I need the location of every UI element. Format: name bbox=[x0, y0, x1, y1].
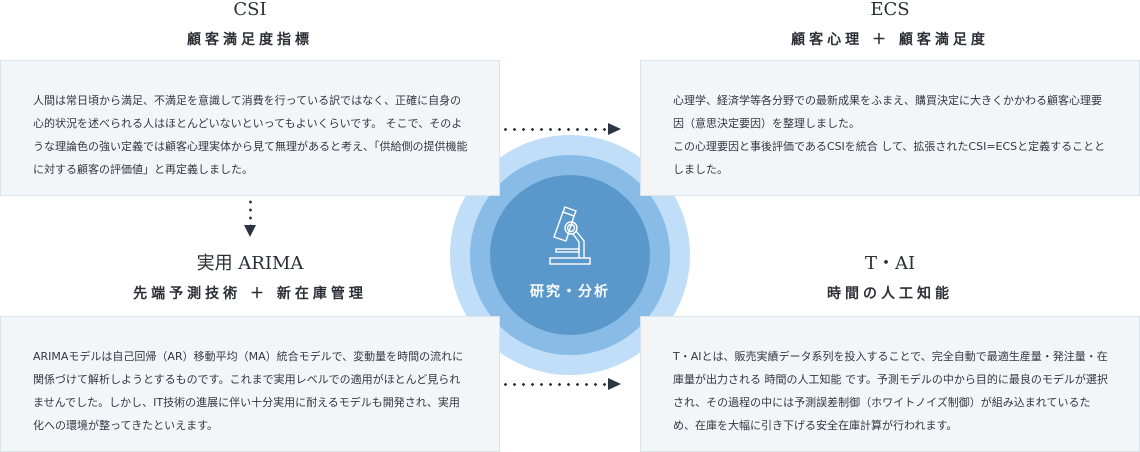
csi-title: CSI 顧客満足度指標 bbox=[0, 0, 500, 49]
arima-description: ARIMAモデルは自己回帰（AR）移動平均（MA）統合モデルで、変動量を時間の流… bbox=[33, 350, 464, 432]
ecs-title: ECS 顧客心理 ＋ 顧客満足度 bbox=[640, 0, 1140, 49]
arima-title-en: 実用 ARIMA bbox=[196, 253, 304, 274]
arrow-arima-to-tai bbox=[501, 378, 621, 390]
ecs-title-jp: 顧客心理 ＋ 顧客満足度 bbox=[791, 32, 989, 48]
ecs-description-box: 心理学、経済学等各分野での最新成果をふまえ、購買決定に大きくかかわる顧客心理要因… bbox=[640, 60, 1140, 196]
tai-title-jp: 時間の人工知能 bbox=[827, 286, 953, 302]
dotted-line bbox=[501, 383, 608, 386]
arrow-csi-to-arima bbox=[244, 198, 257, 238]
arima-title: 実用 ARIMA 先端予測技術 ＋ 新在庫管理 bbox=[0, 254, 500, 303]
center-label: 研究・分析 bbox=[530, 284, 610, 300]
arima-description-box: ARIMAモデルは自己回帰（AR）移動平均（MA）統合モデルで、変動量を時間の流… bbox=[0, 316, 500, 452]
center-hub: 研究・分析 bbox=[490, 175, 650, 335]
inner-circle bbox=[490, 175, 650, 335]
tai-description-box: T・AIとは、販売実績データ系列を投入することで、完全自動で最適生産量・発注量・… bbox=[640, 316, 1140, 452]
microscope-icon bbox=[549, 206, 591, 265]
csi-description-box: 人間は常日頃から満足、不満足を意識して消費を行っている訳ではなく、正確に自身の心… bbox=[0, 60, 500, 196]
csi-description: 人間は常日頃から満足、不満足を意識して消費を行っている訳ではなく、正確に自身の心… bbox=[33, 94, 468, 176]
csi-title-jp: 顧客満足度指標 bbox=[187, 32, 313, 48]
tai-description: T・AIとは、販売実績データ系列を投入することで、完全自動で最適生産量・発注量・… bbox=[673, 350, 1108, 432]
tai-title: T・AI 時間の人工知能 bbox=[640, 254, 1140, 303]
dotted-line bbox=[249, 198, 252, 226]
csi-title-en: CSI bbox=[233, 0, 267, 20]
arrow-down-icon bbox=[244, 225, 256, 237]
ecs-title-en: ECS bbox=[870, 0, 910, 20]
tai-title-en: T・AI bbox=[864, 253, 916, 274]
dotted-line bbox=[501, 128, 608, 131]
arrow-right-icon bbox=[608, 378, 621, 390]
arrow-csi-to-ecs bbox=[501, 123, 621, 135]
arima-title-jp: 先端予測技術 ＋ 新在庫管理 bbox=[133, 286, 367, 302]
ecs-description-2: この心理要因と事後評価であるCSIを統合 して、拡張されたCSI=ECSと定義す… bbox=[673, 140, 1106, 176]
arrow-right-icon bbox=[608, 123, 621, 135]
ecs-description-1: 心理学、経済学等各分野での最新成果をふまえ、購買決定に大きくかかわる顧客心理要因… bbox=[673, 94, 1102, 130]
